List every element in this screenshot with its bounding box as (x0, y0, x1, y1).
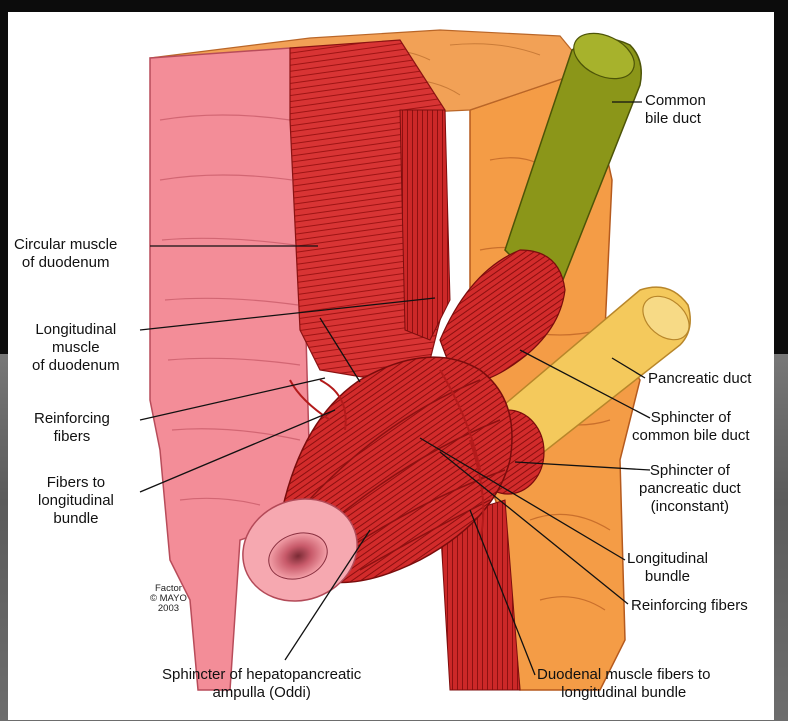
label-line: Reinforcing fibers (631, 597, 748, 615)
label-line: Circular muscle (14, 236, 117, 254)
label-circular-muscle: Circular muscle of duodenum (14, 236, 117, 272)
label-line: Pancreatic duct (648, 370, 751, 388)
label-fibers-to-bundle: Fibers to longitudinal bundle (38, 474, 114, 528)
label-line: of duodenum (32, 357, 120, 375)
label-line: Longitudinal (627, 550, 708, 568)
label-line: ampulla (Oddi) (162, 684, 361, 702)
label-line: Reinforcing (34, 410, 110, 428)
label-line: bundle (627, 568, 708, 586)
label-line: pancreatic duct (639, 480, 741, 498)
label-pancreatic-duct: Pancreatic duct (648, 370, 751, 388)
label-sphincter-pancreatic-duct: Sphincter of pancreatic duct (inconstant… (639, 462, 741, 516)
label-longitudinal-bundle: Longitudinal bundle (627, 550, 708, 586)
label-duodenal-muscle-fibers: Duodenal muscle fibers to longitudinal b… (537, 666, 710, 702)
artist-credit: Factor © MAYO 2003 (150, 584, 187, 614)
label-line: (inconstant) (639, 498, 741, 516)
label-line: Common (645, 92, 706, 110)
label-line: bile duct (645, 110, 706, 128)
label-sphincter-common-bile-duct: Sphincter of common bile duct (632, 409, 750, 445)
label-line: fibers (34, 428, 110, 446)
label-line: longitudinal bundle (537, 684, 710, 702)
label-longitudinal-muscle: Longitudinal muscle of duodenum (32, 321, 120, 375)
label-line: longitudinal (38, 492, 114, 510)
label-line: Longitudinal (32, 321, 120, 339)
label-sphincter-oddi: Sphincter of hepatopancreatic ampulla (O… (162, 666, 361, 702)
label-line: bundle (38, 510, 114, 528)
label-line: of duodenum (14, 254, 117, 272)
label-reinforcing-fibers-right: Reinforcing fibers (631, 597, 748, 615)
longitudinal-muscle-band (400, 110, 450, 340)
label-line: Sphincter of (632, 409, 750, 427)
label-line: Sphincter of (639, 462, 741, 480)
label-common-bile-duct: Common bile duct (645, 92, 706, 128)
label-line: Fibers to (38, 474, 114, 492)
credit-line: 2003 (150, 604, 187, 614)
label-line: Duodenal muscle fibers to (537, 666, 710, 684)
label-reinforcing-fibers-left: Reinforcing fibers (34, 410, 110, 446)
label-line: Sphincter of hepatopancreatic (162, 666, 361, 684)
label-line: common bile duct (632, 427, 750, 445)
label-line: muscle (32, 339, 120, 357)
